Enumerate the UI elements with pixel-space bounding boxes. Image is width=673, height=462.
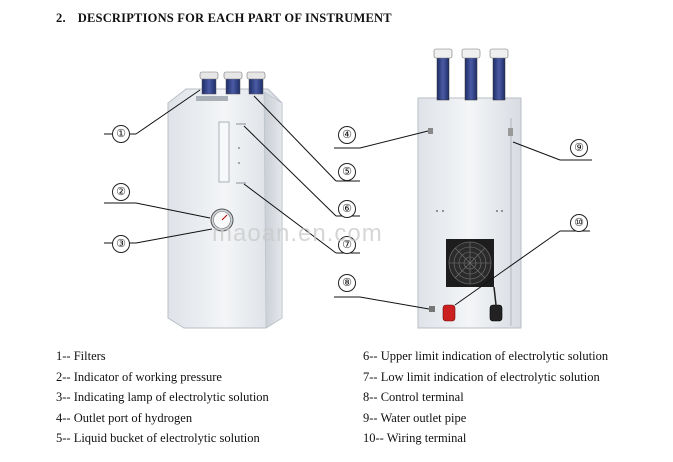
callout-6: ⑥ <box>338 200 356 218</box>
section-number: 2. <box>56 11 66 25</box>
legend-left: 1-- Filters 2-- Indicator of working pre… <box>56 346 269 449</box>
legend-item: 4-- Outlet port of hydrogen <box>56 410 193 425</box>
legend-item: 2-- Indicator of working pressure <box>56 369 222 384</box>
legend-item: 3-- Indicating lamp of electrolytic solu… <box>56 390 269 405</box>
callout-8: ⑧ <box>338 274 356 292</box>
back-view-device <box>417 48 522 329</box>
section-title: DESCRIPTIONS FOR EACH PART OF INSTRUMENT <box>77 11 392 25</box>
legend-item: 7-- Low limit indication of electrolytic… <box>363 369 600 384</box>
back-body <box>417 97 522 329</box>
pressure-gauge <box>210 208 234 232</box>
callout-9: ⑨ <box>570 139 588 157</box>
front-side-face <box>263 91 283 329</box>
leader-lines <box>104 89 592 310</box>
legend-item: 5-- Liquid bucket of electrolytic soluti… <box>56 431 260 446</box>
legend-item: 8-- Control terminal <box>363 390 464 405</box>
callout-4: ④ <box>338 126 356 144</box>
callout-2: ② <box>112 183 130 201</box>
legend-right: 6-- Upper limit indication of electrolyt… <box>363 346 608 449</box>
cooling-fan <box>446 239 494 287</box>
callout-7: ⑦ <box>338 236 356 254</box>
callout-3: ③ <box>112 235 130 253</box>
callout-10: ⑩ <box>570 214 588 232</box>
front-view-device <box>167 71 283 329</box>
front-filters <box>199 71 266 95</box>
callout-5: ⑤ <box>338 163 356 181</box>
legend-item: 9-- Water outlet pipe <box>363 410 467 425</box>
wiring-terminals <box>442 286 503 322</box>
legend-item: 10-- Wiring terminal <box>363 431 467 446</box>
liquid-level-window <box>218 121 230 183</box>
control-terminal <box>429 306 435 312</box>
watermark: maoan.en.com <box>212 220 383 247</box>
hydrogen-outlet <box>428 128 433 134</box>
legend-item: 1-- Filters <box>56 349 106 363</box>
back-filters <box>433 48 509 101</box>
section-heading: 2. DESCRIPTIONS FOR EACH PART OF INSTRUME… <box>56 11 392 26</box>
callout-1: ① <box>112 125 130 143</box>
legend-item: 6-- Upper limit indication of electrolyt… <box>363 349 609 363</box>
front-logo-plate <box>196 96 228 101</box>
